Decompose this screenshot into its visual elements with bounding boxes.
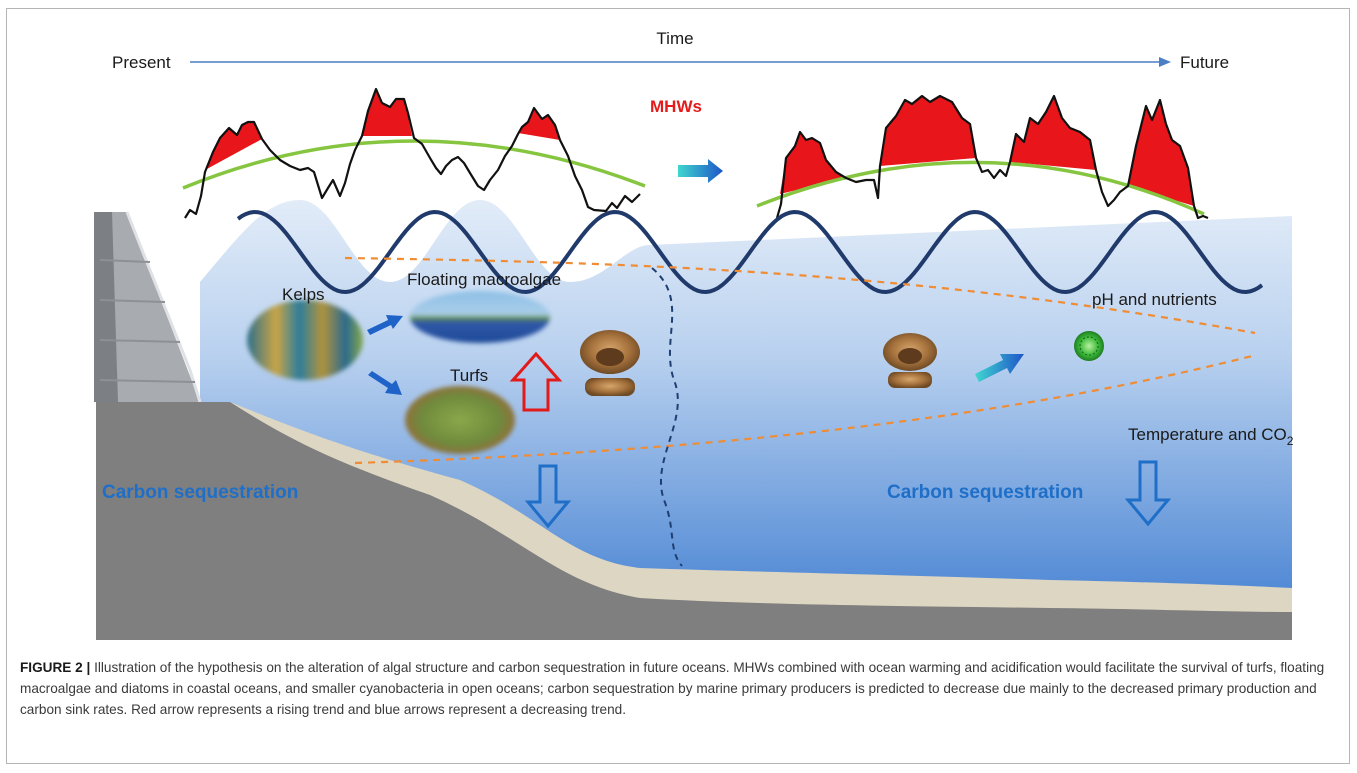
temperature-co2-trend-line xyxy=(354,353,1257,465)
diatom-to-cyanobacteria-arrow xyxy=(975,354,1024,382)
mhw-event-7 xyxy=(1128,100,1194,206)
time-progress-arrow xyxy=(678,159,723,183)
mhw-event-5 xyxy=(880,96,976,166)
mhw-present-panel: MHWs xyxy=(182,87,702,219)
mhw-event-6 xyxy=(1010,96,1096,170)
climatology-line-present xyxy=(182,139,646,190)
climatology-line-future xyxy=(756,160,1205,216)
timeline-start-label: Present xyxy=(112,53,171,72)
figure-caption-label: FIGURE 2 | xyxy=(20,660,91,675)
kelp-to-floating-arrow xyxy=(367,315,403,335)
temperature-co2-label: Temperature and CO2 xyxy=(1128,425,1294,448)
figure-caption-text: Illustration of the hypothesis on the al… xyxy=(20,660,1325,717)
carbon-decrease-arrow-open xyxy=(1124,460,1172,527)
cyanobacteria xyxy=(1074,331,1104,361)
ph-nutrients-label: pH and nutrients xyxy=(1092,290,1217,309)
diatom-coastal xyxy=(580,330,640,396)
turfs-image xyxy=(405,386,515,454)
mhw-event-1 xyxy=(205,122,262,170)
figure-caption: FIGURE 2 | Illustration of the hypothesi… xyxy=(20,657,1338,720)
ph-nutrients-trend-line xyxy=(344,256,1256,335)
seawall xyxy=(94,211,202,403)
turfs-label: Turfs xyxy=(450,366,488,385)
carbon-sequestration-label-open: Carbon sequestration xyxy=(887,482,1083,503)
mhws-label: MHWs xyxy=(650,97,702,116)
seabed xyxy=(96,402,1292,640)
timeline-end-label: Future xyxy=(1180,53,1229,72)
carbon-sequestration-label-coastal: Carbon sequestration xyxy=(102,482,298,503)
rising-trend-arrow xyxy=(509,351,563,412)
mhw-future-panel xyxy=(756,94,1209,220)
mhw-event-4 xyxy=(780,132,846,194)
surface-wave xyxy=(236,209,1264,295)
temperature-line-future xyxy=(775,94,1209,220)
kelp-image xyxy=(247,300,363,380)
carbon-decrease-arrow-coastal xyxy=(524,464,572,529)
timeline-arrow-head xyxy=(1159,57,1171,67)
kelps-label: Kelps xyxy=(282,285,325,304)
floating-macroalgae-image xyxy=(410,291,550,343)
diatom-open-ocean xyxy=(883,333,937,388)
floating-macroalgae-label: Floating macroalgae xyxy=(407,270,561,289)
timeline-title: Time xyxy=(656,29,693,48)
mhw-event-2 xyxy=(362,88,412,136)
temperature-line-present xyxy=(184,87,641,219)
timeline: Time Present Future xyxy=(112,29,1229,72)
mhw-event-3 xyxy=(518,107,560,140)
ocean-scene: Kelps Floating macroalgae Turfs xyxy=(94,200,1294,640)
kelp-to-turfs-arrow xyxy=(368,371,402,395)
